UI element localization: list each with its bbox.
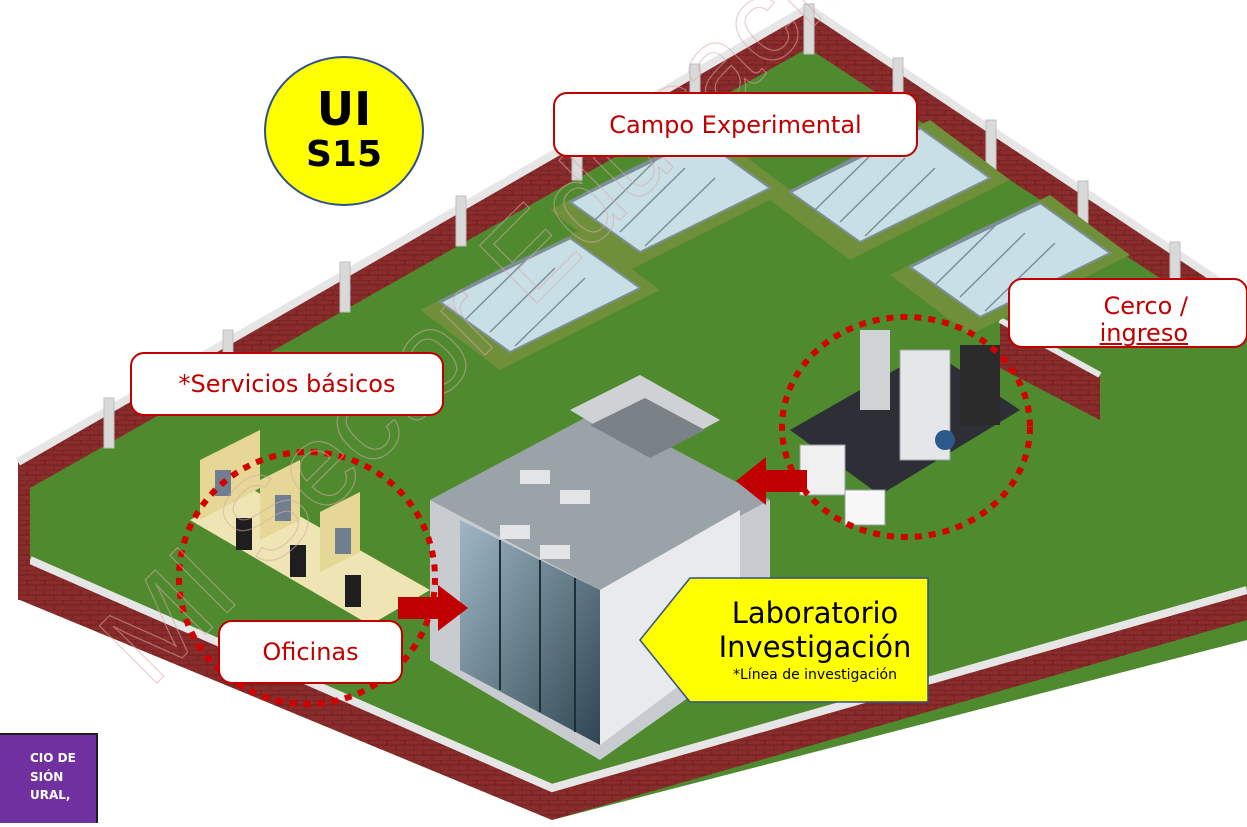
laboratorio-label: Laboratorio Investigación *Línea de inve… [692, 578, 928, 702]
arrow-offices-to-building [398, 585, 468, 631]
lab-label-subtitle: *Línea de investigación [733, 666, 897, 683]
campo-label-text: Campo Experimental [609, 110, 862, 139]
ui-badge: UI S15 [264, 56, 424, 206]
left-side-wall [18, 462, 30, 600]
servicios-label-text: *Servicios básicos [178, 370, 396, 398]
oficinas-label: Oficinas [218, 620, 403, 684]
greenhouses [420, 120, 1130, 370]
cerco-label-line2: ingreso [1099, 318, 1188, 347]
lab-label-line1: Laboratorio [731, 596, 899, 631]
offices-highlight-circle [176, 449, 438, 707]
front-wall-right [552, 590, 1247, 820]
purple-info-box: CIO DE SIÓN URAL, [0, 733, 98, 823]
purple-box-line2: SIÓN [30, 769, 64, 784]
lab-label-shape [639, 577, 929, 703]
purple-box-line1: CIO DE [30, 751, 76, 765]
offices-illustration [190, 430, 430, 625]
badge-line1: UI [316, 81, 372, 136]
badge-line2: S15 [305, 133, 383, 175]
oficinas-label-text: Oficinas [262, 638, 359, 666]
arrow-equipment-to-building [736, 457, 807, 505]
lab-equipment-illustration [790, 330, 1020, 526]
purple-box-line3: URAL, [30, 788, 71, 803]
front-wall-left [20, 560, 552, 820]
back-wall-right [808, 8, 1247, 335]
lab-equipment-highlight-circle [779, 314, 1033, 540]
cerco-ingreso-label: Cerco / ingreso [1008, 278, 1247, 348]
campo-experimental-label: Campo Experimental [553, 92, 918, 157]
cerco-label-line1: Cerco / [1103, 292, 1188, 321]
lab-label-line2: Investigación [718, 629, 912, 664]
servicios-basicos-label: *Servicios básicos [130, 352, 444, 416]
